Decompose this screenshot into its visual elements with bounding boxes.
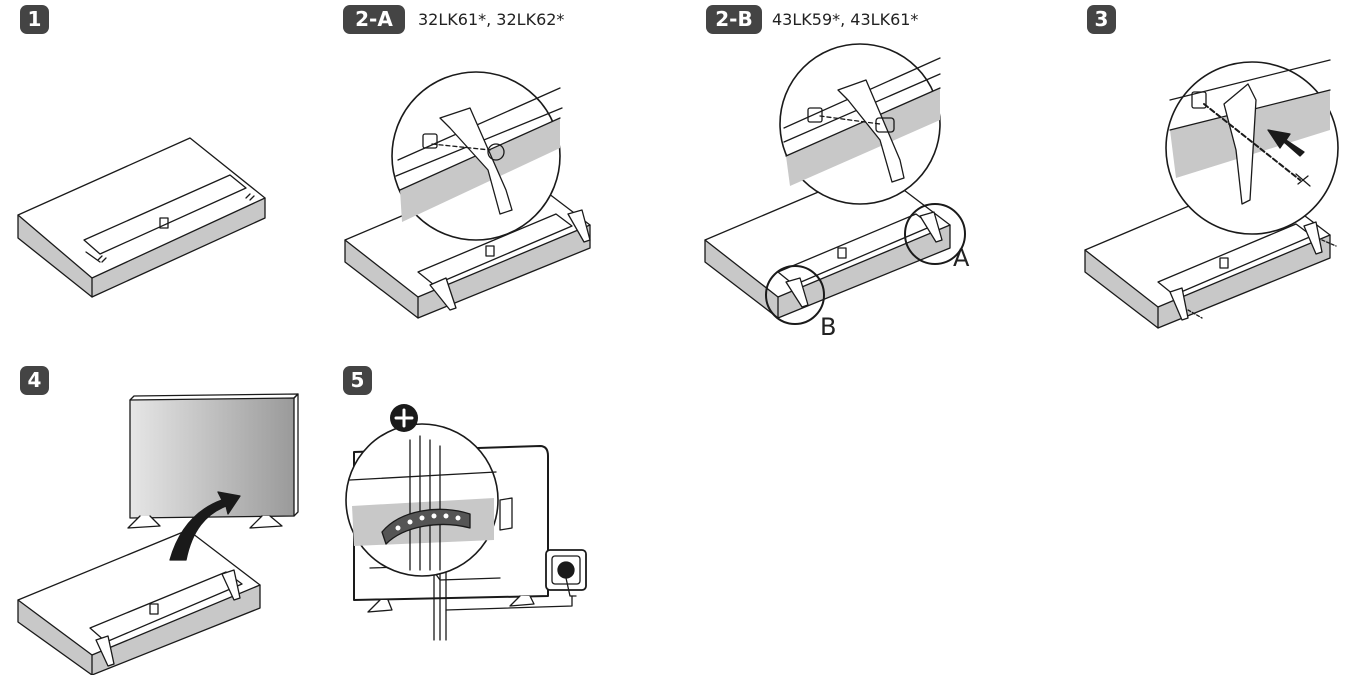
step-1-tv-on-cushion (17, 137, 266, 298)
callout-b-label: B (820, 313, 837, 341)
step-5-zoom-circle-icon (345, 423, 499, 577)
step-2b-badge: 2-B (706, 5, 762, 34)
callout-a-label: A (953, 244, 970, 272)
step-4-standing-tv (127, 393, 299, 529)
step-2a-models: 32LK61*, 32LK62* (418, 10, 565, 29)
wall-mount-icon (159, 217, 169, 229)
callout-b-circle-icon (765, 265, 825, 325)
callout-a-circle-icon (904, 203, 966, 265)
step-2b-models: 43LK59*, 43LK61* (772, 10, 919, 29)
power-plug-icon (545, 549, 587, 597)
step-1-badge: 1 (20, 5, 49, 34)
cable-tie-icon (381, 508, 471, 545)
plus-icon (390, 404, 418, 432)
step-4-tv-on-cushion (17, 529, 261, 675)
arrow-icon (1267, 129, 1305, 157)
step-5-badge: 5 (343, 366, 372, 395)
step-2a-zoom-circle-icon (391, 71, 563, 241)
step-3-badge: 3 (1087, 5, 1116, 34)
screw-icon (1295, 173, 1311, 187)
step-2b-zoom-circle-icon (779, 43, 941, 205)
step-2a-badge: 2-A (343, 5, 405, 34)
step-2b-tv-on-cushion (704, 167, 951, 319)
step-3-zoom-circle-icon (1165, 59, 1339, 235)
step-4-badge: 4 (20, 366, 49, 395)
flip-arrow-icon (169, 491, 241, 561)
